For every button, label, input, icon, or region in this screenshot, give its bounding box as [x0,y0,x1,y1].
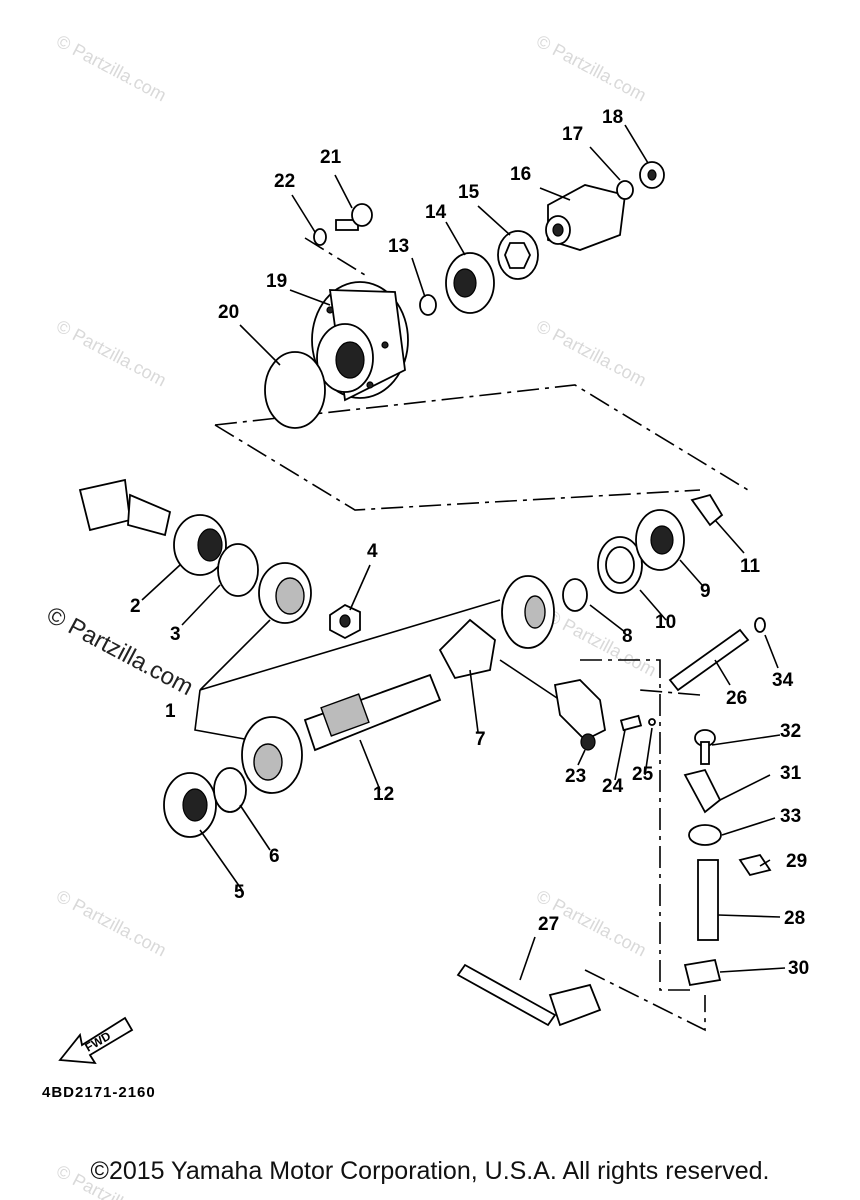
nut-15 [497,230,539,280]
washer-17 [616,180,634,200]
watermark: © Partzilla.com [543,606,659,681]
yoke-16 [545,184,626,251]
callout-11: 11 [740,556,761,577]
seal-33 [688,824,722,846]
spring-24 [619,714,643,732]
callout-16: 16 [510,164,531,185]
callout-26: 26 [726,688,747,709]
callout-13: 13 [388,236,409,257]
bevel-gear-8 [501,575,555,649]
callout-23: 23 [565,766,586,787]
lever-30 [683,958,722,987]
callout-2: 2 [130,596,141,617]
bolt-32 [694,729,716,765]
callout-8: 8 [622,626,633,647]
assembly-lines [194,237,749,1032]
retainer-10 [597,536,643,594]
copyright-notice: ©2015 Yamaha Motor Corporation, U.S.A. A… [90,1157,770,1185]
clutch-7 [438,618,496,680]
callout-34: 34 [772,670,794,691]
washer-22 [313,228,327,246]
shaft-12 [303,673,442,752]
callout-30: 30 [788,958,809,979]
circlip-29 [738,853,772,877]
callout-15: 15 [458,182,480,203]
watermark: © Partzilla.com [53,886,169,961]
callout-7: 7 [475,729,486,750]
callout-25: 25 [632,764,654,785]
shim-8 [562,578,588,612]
callout-12: 12 [373,784,394,805]
callout-18: 18 [602,107,623,128]
fwd-arrow-icon: FWD [58,1016,134,1065]
shaft-26 [668,628,750,692]
watermark-main: © Partzilla.com [42,601,197,701]
housing-19 [311,281,409,402]
nut-18 [639,161,665,189]
bearing-9 [635,509,685,571]
bearing-14 [445,252,495,314]
callout-14: 14 [425,202,447,223]
gasket-20 [264,351,326,429]
callout-20: 20 [218,302,239,323]
gear-3b [258,562,312,624]
callout-1: 1 [165,701,176,722]
watermark: © Partzilla.com [533,31,649,106]
shaft-end [78,478,172,537]
leader-lines [141,124,786,981]
shaft-28 [697,859,719,941]
nut-4 [329,603,361,640]
callout-4: 4 [367,541,378,562]
callout-3: 3 [170,624,181,645]
callout-27: 27 [538,914,559,935]
callout-5: 5 [234,882,245,903]
shim-6 [213,767,247,813]
bolt-21 [335,203,373,231]
callout-19: 19 [266,271,287,292]
ball-25 [648,718,656,726]
callout-33: 33 [780,806,801,827]
callout-6: 6 [269,846,280,867]
shim-3 [217,543,259,597]
watermark: © Partzilla.com [53,31,169,106]
watermark: © Partzilla.com [53,316,169,391]
o-ring-34 [754,617,766,633]
arm-31 [683,768,722,814]
diagram-code: 4BD2171-2160 [42,1084,156,1101]
callout-22: 22 [274,171,295,192]
shift-rod-27 [456,963,602,1027]
callout-31: 31 [780,763,802,784]
callout-24: 24 [602,776,624,797]
callout-28: 28 [784,908,805,929]
bevel-gear-1 [241,716,303,794]
bearing-5 [163,772,217,838]
callout-29: 29 [786,851,807,872]
callout-9: 9 [700,581,711,602]
washer-13 [419,294,437,316]
callouts: 1 2 3 4 5 6 7 8 9 10 11 12 13 14 15 16 1… [130,107,809,979]
clip-11 [690,493,724,527]
bearing-2 [173,514,227,576]
callout-21: 21 [320,147,342,168]
callout-32: 32 [780,721,801,742]
watermark: © Partzilla.com [533,316,649,391]
callout-17: 17 [562,124,583,145]
shift-fork-23 [553,679,606,751]
callout-10: 10 [655,612,676,633]
